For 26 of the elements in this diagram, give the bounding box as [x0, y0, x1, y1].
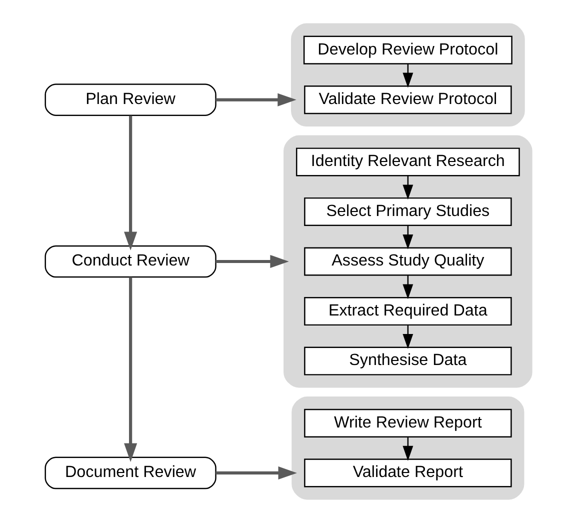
arrow: [215, 466, 296, 479]
arrow: [215, 92, 296, 106]
cluster: [291, 396, 524, 500]
node-box: Extract Required Data: [304, 296, 512, 326]
node-box: Document Review: [44, 456, 216, 489]
cluster: [283, 134, 532, 388]
node-box: Plan Review: [44, 83, 216, 116]
node-box: Validate Report: [304, 458, 512, 487]
arrow: [215, 254, 288, 268]
arrow: [402, 274, 413, 299]
cluster: [290, 22, 524, 126]
arrow: [402, 175, 413, 200]
node-box: Identity Relevant Research: [295, 147, 520, 176]
arrow: [402, 324, 413, 348]
arrow: [402, 64, 413, 88]
node-box: Conduct Review: [44, 244, 216, 278]
node-box: Select Primary Studies: [304, 196, 512, 226]
node-box: Write Review Report: [304, 408, 512, 437]
arrow: [402, 225, 413, 249]
arrow: [124, 276, 137, 462]
arrow: [402, 436, 413, 460]
node-box: Develop Review Protocol: [302, 35, 512, 64]
node-box: Validate Review Protocol: [304, 85, 512, 114]
node-box: Synthesise Data: [304, 346, 512, 375]
arrow: [124, 115, 137, 250]
node-box: Assess Study Quality: [304, 246, 512, 276]
